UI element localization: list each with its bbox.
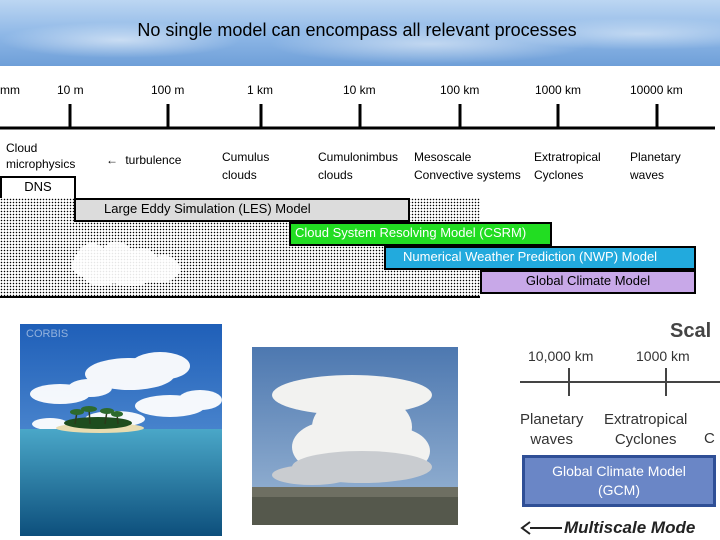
title-banner: [0, 0, 720, 66]
process-extratropical-line1: Extratropical: [534, 150, 601, 164]
inset-extratropical-line1: Extratropical: [604, 411, 688, 428]
process-turbulence-label: turbulence: [125, 153, 182, 167]
process-cloud-microphysics: Cloud microphysics: [6, 140, 75, 172]
banner-sky-texture: [0, 0, 720, 66]
nwp-model-bar: Numerical Weather Prediction (NWP) Model: [384, 246, 696, 270]
gcm-model-label: Global Climate Model: [525, 273, 651, 288]
island-cumulus-photo: CORBIS: [20, 324, 222, 536]
scale-label-10m: 10 m: [57, 83, 84, 97]
island-photo-art: [20, 324, 222, 536]
scale-axis: [0, 104, 715, 130]
gcm-model-bar: Global Climate Model: [480, 270, 696, 294]
csrm-model-bar: Cloud System Resolving Model (CSRM): [289, 222, 552, 246]
scale-label-100m: 100 m: [151, 83, 185, 97]
scale-label-10000km: 10000 km: [630, 83, 683, 97]
process-planetary-line1: Planetary: [630, 150, 681, 164]
inset-extratropical-line2: Cyclones: [614, 431, 677, 448]
les-model-label: Large Eddy Simulation (LES) Model: [104, 201, 311, 216]
left-arrow-icon: ←: [106, 153, 118, 167]
process-cumulonimbus: Cumulonimbus clouds: [318, 148, 398, 184]
process-mesoscale: Mesoscale Convective systems: [414, 148, 521, 184]
process-cumulus: Cumulus clouds: [222, 148, 269, 184]
scale-label-mm: mm: [0, 83, 20, 97]
process-cloud-microphysics-line1: Cloud: [6, 141, 38, 155]
process-extratropical: Extratropical Cyclones: [534, 148, 601, 184]
inset-tick-label-1000km: 1000 km: [636, 348, 690, 364]
nwp-model-label: Numerical Weather Prediction (NWP) Model: [403, 249, 658, 264]
scale-label-1km: 1 km: [247, 83, 274, 97]
inset-tick-label-10000km: 10,000 km: [528, 348, 594, 364]
process-cumulonimbus-line1: Cumulonimbus: [318, 150, 399, 164]
process-cloud-microphysics-line2: microphysics: [6, 157, 76, 171]
inset-planetary-line1: Planetary: [520, 411, 584, 428]
cloud-sketch-icon: [72, 241, 182, 286]
dns-label: DNS: [24, 179, 52, 194]
process-turbulence: ← turbulence: [106, 151, 181, 169]
process-mesoscale-line1: Mesoscale: [414, 150, 472, 164]
page-title: No single model can encompass all releva…: [137, 20, 577, 40]
inset-extratropical: Extratropical Cyclones: [604, 410, 687, 450]
process-planetary-line2: waves: [630, 168, 665, 182]
process-cumulus-line1: Cumulus: [222, 150, 270, 164]
inset-gcm-line1: Global Climate Model: [552, 463, 686, 479]
inset-planetary: Planetary waves: [520, 410, 583, 450]
inset-heading: Scal: [670, 320, 712, 342]
dns-box: DNS: [0, 176, 76, 198]
scale-label-1000km: 1000 km: [535, 83, 582, 97]
process-extratropical-line2: Cyclones: [534, 168, 584, 182]
process-cumulonimbus-line2: clouds: [318, 168, 353, 182]
les-model-bar: Large Eddy Simulation (LES) Model: [74, 198, 410, 222]
csrm-model-label: Cloud System Resolving Model (CSRM): [295, 225, 527, 240]
inset-cut-label: C: [704, 430, 715, 447]
inset-gcm-box: Global Climate Model (GCM): [522, 455, 716, 507]
scale-label-10km: 10 km: [343, 83, 376, 97]
cumulonimbus-photo: [252, 347, 458, 525]
inset-gcm-line2: (GCM): [598, 482, 640, 498]
inset-planetary-line2: waves: [530, 431, 573, 448]
inset-arrow-head: [520, 521, 531, 535]
process-cumulus-line2: clouds: [222, 168, 257, 182]
inset-axis: [520, 368, 720, 535]
process-mesoscale-line2: Convective systems: [414, 168, 521, 182]
photo-watermark: CORBIS: [26, 328, 69, 340]
multiscale-inset-panel: Scal 10,000 km 1000 km Planetary waves E…: [490, 318, 720, 540]
inset-footer: Multiscale Mode: [564, 518, 696, 537]
cumulonimbus-photo-art: [252, 347, 458, 525]
scale-label-100km: 100 km: [440, 83, 480, 97]
process-planetary: Planetary waves: [630, 148, 681, 184]
